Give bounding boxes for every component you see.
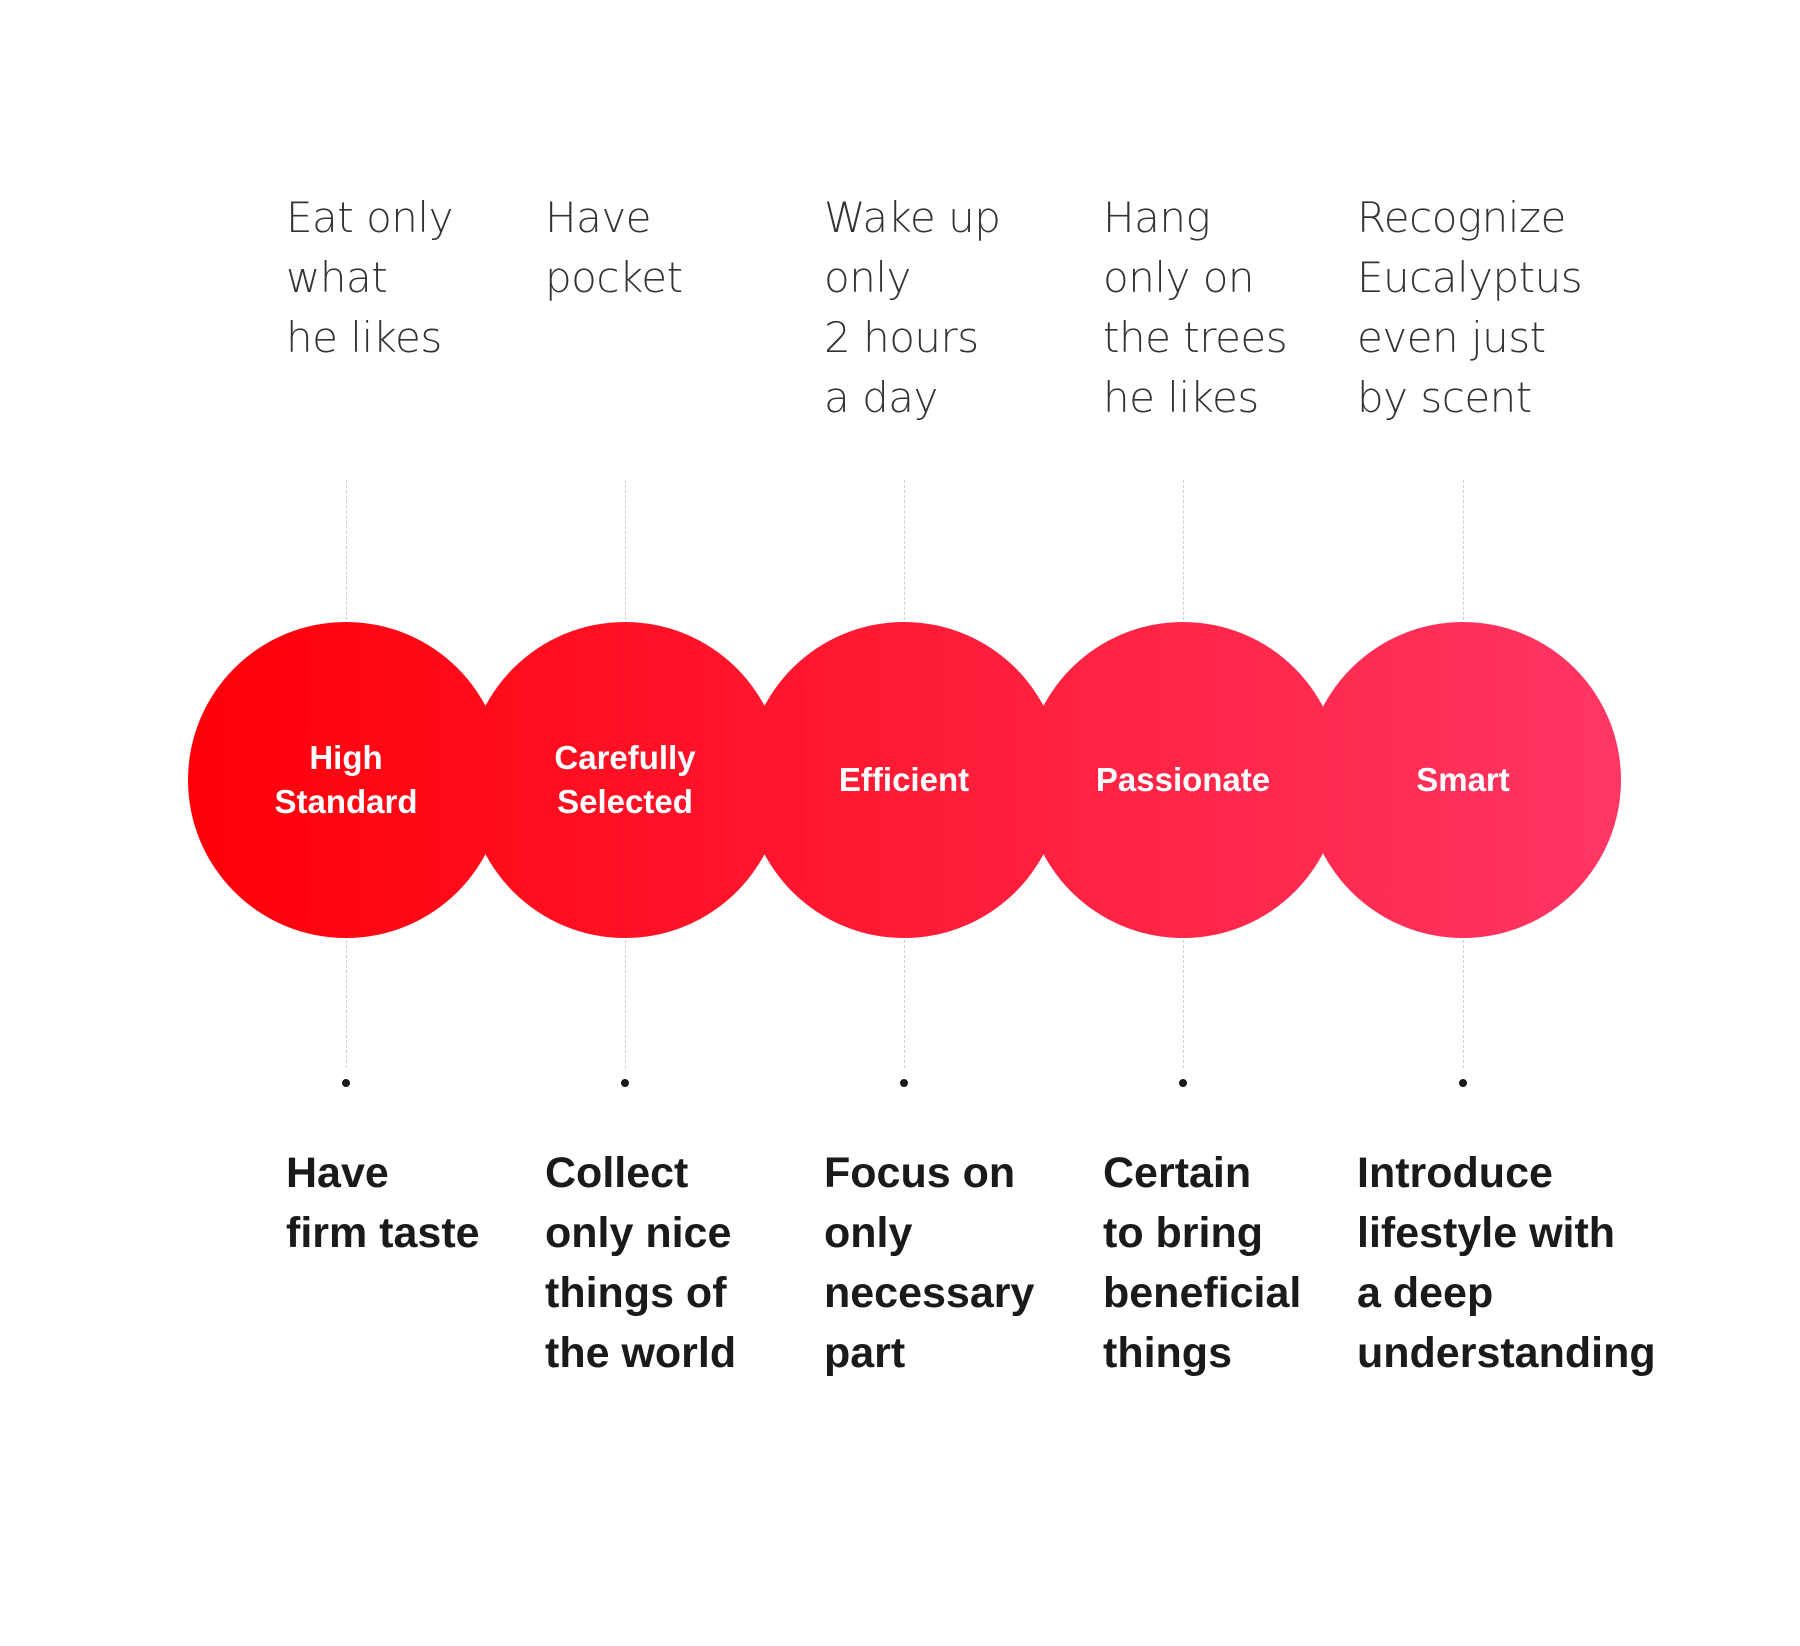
bottom-text-4: Certain to bring beneficial things <box>1103 1149 1302 1377</box>
top-text-3: Wake up only 2 hours a day <box>824 193 1001 422</box>
connector-top-2 <box>625 480 626 620</box>
connector-top-4 <box>1183 480 1184 620</box>
connector-bottom-4 <box>1183 940 1184 1068</box>
circle-label-1: High Standard <box>274 739 418 820</box>
connector-bottom-2 <box>625 940 626 1068</box>
dot-1 <box>342 1079 350 1087</box>
circle-label-4: Passionate <box>1095 761 1271 798</box>
dot-4 <box>1179 1079 1187 1087</box>
connector-top-3 <box>904 480 905 620</box>
bottom-text-5: Introduce lifestyle with a deep understa… <box>1357 1149 1656 1377</box>
circle-4: Passionate <box>1025 622 1341 938</box>
dot-3 <box>900 1079 908 1087</box>
circle-2: Carefully Selected <box>467 622 783 938</box>
circle-label-2: Carefully Selected <box>554 739 696 820</box>
dot-2 <box>621 1079 629 1087</box>
connector-bottom-5 <box>1463 940 1464 1068</box>
circle-5: Smart <box>1305 622 1621 938</box>
connector-top-1 <box>346 480 347 620</box>
connector-bottom-3 <box>904 940 905 1068</box>
bottom-text-3: Focus on only necessary part <box>824 1149 1035 1377</box>
dot-5 <box>1459 1079 1467 1087</box>
top-text-2: Have pocket <box>545 193 683 302</box>
top-text-1: Eat only what he likes <box>286 193 453 362</box>
circle-1: High Standard <box>188 622 504 938</box>
circle-label-3: Efficient <box>838 761 970 798</box>
connector-top-5 <box>1463 480 1464 620</box>
top-text-4: Hang only on the trees he likes <box>1103 193 1288 422</box>
bottom-text-1: Have firm taste <box>286 1149 480 1257</box>
bottom-text-2: Collect only nice things of the world <box>545 1149 737 1377</box>
top-text-5: Recognize Eucalyptus even just by scent <box>1357 193 1583 422</box>
connector-bottom-1 <box>346 940 347 1068</box>
circle-3: Efficient <box>746 622 1062 938</box>
circle-label-5: Smart <box>1416 761 1510 798</box>
